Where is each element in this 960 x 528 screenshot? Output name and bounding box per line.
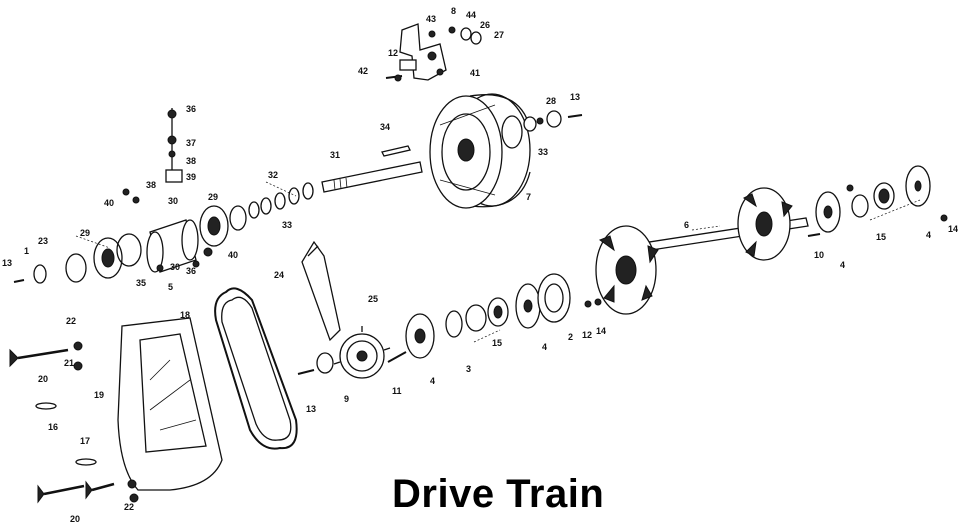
callout: 15 — [876, 232, 886, 242]
callout: 13 — [2, 258, 12, 268]
callout: 23 — [38, 236, 48, 246]
callout: 29 — [208, 192, 218, 202]
callout: 11 — [392, 386, 402, 396]
callout: 13 — [570, 92, 580, 102]
callout: 16 — [48, 422, 58, 432]
callout: 31 — [330, 150, 340, 160]
callout: 22 — [124, 502, 134, 512]
callout: 14 — [948, 224, 958, 234]
bearing-flange-left — [405, 273, 571, 359]
callout: 38 — [186, 156, 196, 166]
callout: 42 — [358, 66, 368, 76]
callout: 36 — [186, 104, 196, 114]
callout: 30 — [168, 196, 178, 206]
callout: 22 — [66, 316, 76, 326]
callout: 4 — [926, 230, 931, 240]
callout: 20 — [38, 374, 48, 384]
chain-case-part-19 — [117, 317, 223, 491]
callout: 36 — [186, 266, 196, 276]
callout: 43 — [426, 14, 436, 24]
bracket-part-41 — [399, 23, 447, 81]
wing-bolt-part-20 — [9, 348, 115, 504]
leader-lines — [75, 181, 921, 343]
callout: 28 — [546, 96, 556, 106]
driven-clutch-part-7 — [429, 93, 531, 209]
callout: 15 — [492, 338, 502, 348]
callout: 32 — [268, 170, 278, 180]
callout: 20 — [70, 514, 80, 524]
diagram-title: Drive Train — [392, 472, 605, 516]
callout: 13 — [306, 404, 316, 414]
callout: 12 — [388, 48, 398, 58]
callout: 24 — [274, 270, 284, 280]
callout: 17 — [80, 436, 90, 446]
callout: 26 — [480, 20, 490, 30]
callout: 29 — [80, 228, 90, 238]
callout: 21 — [64, 358, 74, 368]
callout: 3 — [466, 364, 471, 374]
callout: 38 — [146, 180, 156, 190]
callout: 40 — [104, 198, 114, 208]
callout: 4 — [542, 342, 547, 352]
callout: 9 — [344, 394, 349, 404]
drive-clutch-part-30 — [33, 108, 314, 284]
sprocket-part-25 — [316, 326, 391, 379]
callout: 30 — [170, 262, 180, 272]
callout: 35 — [136, 278, 146, 288]
callout: 1 — [24, 246, 29, 256]
callout: 34 — [380, 122, 390, 132]
callout-labels: 43 8 44 26 27 12 42 41 36 37 38 39 34 31… — [2, 6, 958, 524]
drive-sprocket-wheel — [595, 187, 793, 315]
callout: 2 — [568, 332, 573, 342]
callout: 12 — [582, 330, 592, 340]
callout: 19 — [94, 390, 104, 400]
callout: 37 — [186, 138, 196, 148]
callout: 40 — [228, 250, 238, 260]
shaft-part-31 — [321, 161, 423, 193]
callout: 4 — [430, 376, 435, 386]
small-hardware — [13, 26, 948, 503]
callout: 5 — [168, 282, 173, 292]
callout: 18 — [180, 310, 190, 320]
callout: 4 — [840, 260, 845, 270]
bearing-flange-right — [815, 165, 931, 233]
chain-part-24 — [301, 240, 341, 342]
key-part-34 — [381, 145, 411, 157]
callout: 39 — [186, 172, 196, 182]
callout: 10 — [814, 250, 824, 260]
callout: 14 — [596, 326, 606, 336]
callout: 41 — [470, 68, 480, 78]
callout: 27 — [494, 30, 504, 40]
callout: 33 — [538, 147, 548, 157]
callout: 8 — [451, 6, 456, 16]
callout: 44 — [466, 10, 476, 20]
callout: 33 — [282, 220, 292, 230]
belt-part-18 — [214, 287, 298, 450]
callout: 7 — [526, 192, 531, 202]
callout: 25 — [368, 294, 378, 304]
callout: 6 — [684, 220, 689, 230]
